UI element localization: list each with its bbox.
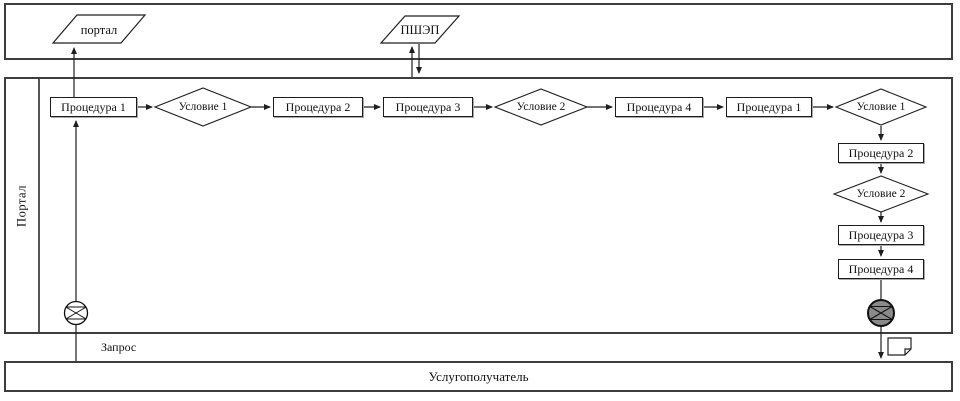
process-box: Процедура 2 <box>838 143 924 163</box>
decision-u1b-shape <box>834 88 928 126</box>
portal-data-object-shape <box>51 14 147 44</box>
decision-label: Условие 1 <box>178 101 228 113</box>
request-annotation: Запрос <box>101 340 137 354</box>
process-box: Процедура 4 <box>838 259 924 279</box>
message-start-event-icon <box>63 300 89 326</box>
document-icon <box>887 337 912 356</box>
process-box: Процедура 3 <box>838 225 924 245</box>
process-box: Процедура 2 <box>273 97 363 117</box>
pshep-data-object-shape <box>379 15 461 44</box>
lane-portal-label-column: Портал <box>6 79 40 332</box>
process-box: Процедура 4 <box>615 97 703 117</box>
pshep-data-object-label: ПШЭП <box>400 23 440 37</box>
process-box: Процедура 1 <box>726 97 812 117</box>
lane-recipient-label: Услугополучатель <box>428 368 529 384</box>
lane-external-systems <box>4 3 953 60</box>
process-box: Процедура 1 <box>50 97 137 117</box>
decision-label: Условие 2 <box>516 101 566 113</box>
decision-u2a-shape <box>493 88 589 126</box>
decision-label: Условие 2 <box>856 188 906 200</box>
decision-label: Условие 1 <box>856 101 906 113</box>
process-box: Процедура 3 <box>383 97 473 117</box>
lane-portal: Портал <box>4 77 953 334</box>
portal-data-object-label: портал <box>80 23 118 37</box>
decision-u2b-shape <box>832 175 930 213</box>
lane-recipient: Услугополучатель <box>4 361 953 392</box>
decision-u1a-shape <box>153 87 253 127</box>
message-end-event-icon <box>867 299 895 327</box>
